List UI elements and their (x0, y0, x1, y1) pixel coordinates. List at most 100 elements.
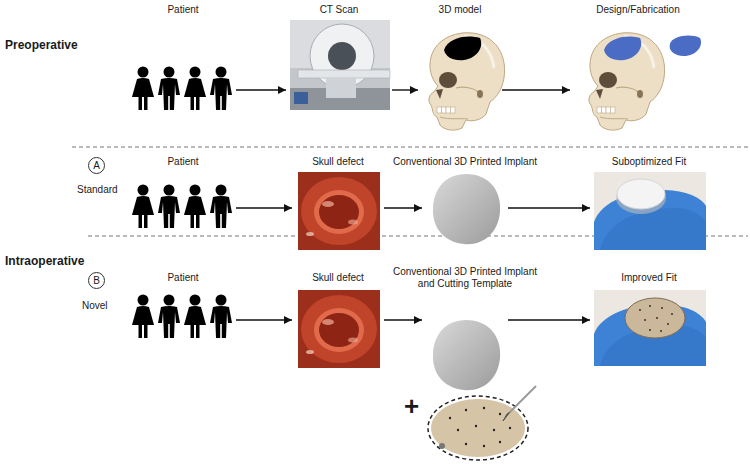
scanner-bore (328, 42, 356, 70)
step-heading: Conventional 3D Printed Implant and Cutt… (385, 266, 545, 290)
hole-dot (449, 417, 451, 419)
skull-defect-photo (298, 290, 380, 368)
flow-arrow (236, 207, 292, 208)
photo-background (594, 290, 706, 366)
callout-letter: A (89, 158, 104, 173)
step-heading: Skull defect (293, 272, 383, 284)
step-heading: Patient (143, 156, 223, 168)
woman-icon (184, 185, 206, 229)
model-shading (600, 208, 706, 250)
improved-fit-photo (594, 290, 706, 366)
man-icon (210, 295, 232, 339)
patient-group-icon (132, 295, 232, 339)
group-label: Standard (77, 184, 118, 195)
hole-dot (661, 307, 663, 309)
flow-arrow (236, 89, 286, 90)
hole-dot (457, 429, 459, 431)
scalpel-blade (503, 412, 510, 421)
man-icon (210, 185, 232, 229)
step-node: Patient (130, 4, 236, 114)
equipment-box (294, 92, 308, 104)
marker-dot (439, 443, 445, 449)
template-holes (449, 407, 511, 447)
man-icon (158, 295, 180, 339)
step-node: Design/Fabrication (570, 4, 706, 132)
step-circle: B (88, 272, 105, 289)
step-heading: Conventional 3D Printed Implant (370, 156, 560, 168)
group-label: Novel (82, 300, 108, 311)
step-heading: 3D model (420, 4, 500, 16)
step-heading: Improved Fit (589, 272, 709, 284)
step-heading: CT Scan (299, 4, 379, 16)
step-node: Conventional 3D Printed Implant and Cutt… (422, 266, 508, 396)
implant-design (670, 36, 701, 56)
hole-dot (475, 425, 477, 427)
hole-dot (656, 317, 658, 319)
cut-outline (428, 396, 528, 460)
skull-illustration (429, 33, 505, 130)
step-heading: Skull defect (293, 156, 383, 168)
step-heading: Patient (143, 272, 223, 284)
implant-illustration (433, 174, 500, 244)
woman-icon (184, 295, 206, 339)
step-node: Improved Fit (590, 272, 708, 368)
step-node: CT Scan (286, 4, 392, 112)
skull-model (589, 33, 665, 130)
hole-dot (483, 445, 485, 447)
table-base (326, 78, 356, 98)
callout-letter: B (89, 273, 104, 288)
implant-holes (639, 305, 673, 332)
hole-dot (499, 441, 501, 443)
hole-dot (639, 309, 641, 311)
patient-group-icon (132, 185, 232, 229)
skull-model (429, 33, 505, 130)
flow-arrow (392, 89, 418, 90)
man-icon (158, 185, 180, 229)
implant-illustration (433, 320, 500, 390)
ct-scanner-photo (290, 20, 390, 110)
hole-dot (649, 305, 651, 307)
step-node: Skull defect (292, 272, 384, 368)
hole-dot (465, 409, 467, 411)
hole-dot (499, 413, 501, 415)
skull-defect-photo (298, 172, 380, 250)
scalpel-handle (510, 386, 536, 412)
flow-arrow (384, 319, 422, 320)
designed-implant (604, 37, 641, 61)
skull-illustration (589, 33, 665, 130)
section-divider (72, 147, 748, 148)
hole-dot (660, 330, 662, 332)
patient-group-icon (132, 67, 232, 111)
suboptimized-fit-photo (594, 172, 706, 250)
woman-icon (184, 67, 206, 111)
step-heading: Suboptimized Fit (589, 156, 709, 168)
section-label: Preoperative (5, 38, 78, 52)
hole-dot (649, 329, 651, 331)
hole-dot (465, 443, 467, 445)
man-icon (210, 67, 232, 111)
flow-arrow (384, 207, 422, 208)
hole-dot (667, 323, 669, 325)
man-icon (158, 67, 180, 111)
step-node: Skull defect (292, 156, 384, 252)
hole-dot (671, 313, 673, 315)
step-node: 3D model (418, 4, 502, 132)
protruding-implant (617, 179, 665, 209)
flow-arrow (236, 319, 292, 320)
woman-icon (132, 185, 154, 229)
section-label: Intraoperative (5, 254, 84, 268)
woman-icon (132, 67, 154, 111)
hole-dot (493, 429, 495, 431)
step-node: Patient (130, 272, 236, 344)
step-circle: A (88, 157, 105, 174)
hole-dot (483, 407, 485, 409)
step-node: Suboptimized Fit (590, 156, 708, 252)
plus-sign: + (404, 392, 419, 420)
flow-arrow (502, 89, 570, 90)
cutting-template (428, 386, 536, 460)
template-body (431, 399, 525, 457)
hole-dot (509, 427, 511, 429)
